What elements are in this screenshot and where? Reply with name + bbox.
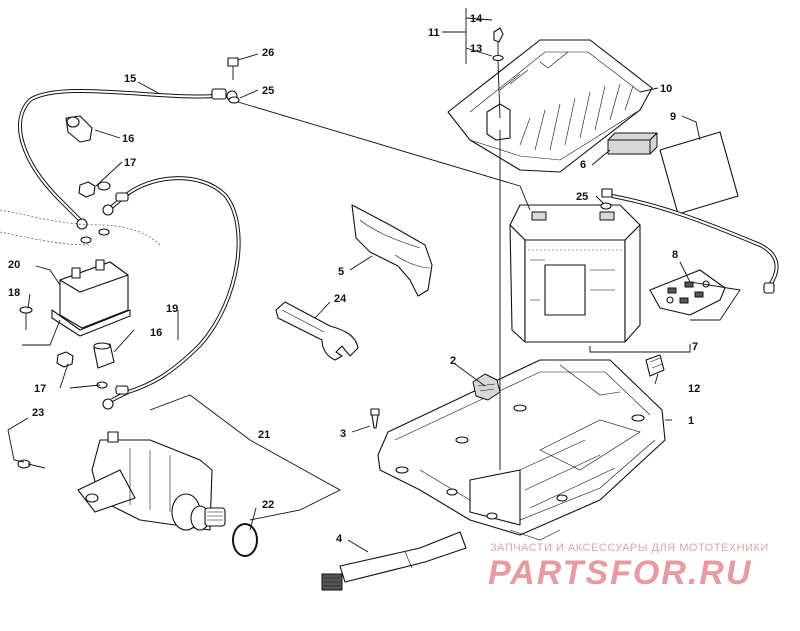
callout-25-battery: 25 — [576, 191, 588, 203]
terminal-bolt — [227, 57, 240, 104]
terminal-cover — [351, 204, 433, 297]
watermark-brand: PARTSFOR.RU — [488, 554, 752, 592]
callout-2: 2 — [450, 355, 456, 367]
callout-16-top: 16 — [122, 133, 134, 145]
callout-15: 15 — [124, 73, 136, 85]
terminal-cap-bottom — [93, 342, 115, 369]
callout-23: 23 — [32, 407, 44, 419]
callout-14: 14 — [470, 13, 483, 25]
callout-5: 5 — [338, 266, 344, 278]
hardware-kit — [649, 269, 726, 316]
battery — [509, 204, 641, 343]
battery-pad — [607, 132, 658, 155]
nut-bottom — [56, 351, 108, 389]
battery-strap — [321, 531, 467, 591]
battery-cover — [447, 39, 653, 173]
leader-lines — [7, 8, 741, 553]
callout-7: 7 — [692, 341, 698, 353]
callout-22: 22 — [262, 499, 274, 511]
callout-10: 10 — [660, 83, 672, 95]
mounting-screw — [17, 459, 46, 469]
callout-1: 1 — [688, 415, 694, 427]
label-sheet — [659, 131, 739, 215]
callout-13: 13 — [470, 43, 482, 55]
cover-fastener — [492, 27, 504, 119]
clip — [645, 354, 665, 377]
callout-18: 18 — [8, 287, 20, 299]
callout-24: 24 — [334, 293, 347, 305]
callout-11: 11 — [428, 27, 440, 39]
watermark-tagline: ЗАПЧАСТИ И АКСЕССУАРЫ ДЛЯ МОТОТЕХНИКИ — [490, 542, 769, 554]
callout-6: 6 — [580, 159, 586, 171]
wrench — [275, 301, 359, 361]
starter-solenoid — [0, 209, 161, 337]
callout-17-bottom: 17 — [34, 383, 46, 395]
callout-25-top: 25 — [262, 85, 274, 97]
push-rivet — [370, 408, 380, 429]
callout-17-top: 17 — [124, 157, 136, 169]
callout-numbers: 1 2 3 4 5 6 7 8 9 10 11 12 13 14 15 16 1… — [8, 13, 700, 545]
watermark: ЗАПЧАСТИ И АКСЕССУАРЫ ДЛЯ МОТОТЕХНИКИ PA… — [488, 542, 769, 592]
callout-4: 4 — [336, 533, 343, 545]
callout-19: 19 — [166, 303, 178, 315]
positive-cable — [102, 176, 241, 410]
callout-3: 3 — [340, 428, 346, 440]
starter-motor — [77, 431, 226, 531]
callout-12: 12 — [688, 383, 700, 395]
callout-16-bottom: 16 — [150, 327, 162, 339]
callout-20: 20 — [8, 259, 20, 271]
battery-lead — [600, 188, 779, 294]
terminal-cap-top — [65, 115, 93, 143]
screw — [19, 306, 33, 330]
callout-8: 8 — [672, 249, 678, 261]
battery-tray — [377, 359, 666, 541]
callout-9: 9 — [670, 111, 676, 123]
nut-top — [78, 181, 111, 198]
callout-21: 21 — [258, 429, 270, 441]
callout-26: 26 — [262, 47, 274, 59]
o-ring — [232, 523, 258, 557]
